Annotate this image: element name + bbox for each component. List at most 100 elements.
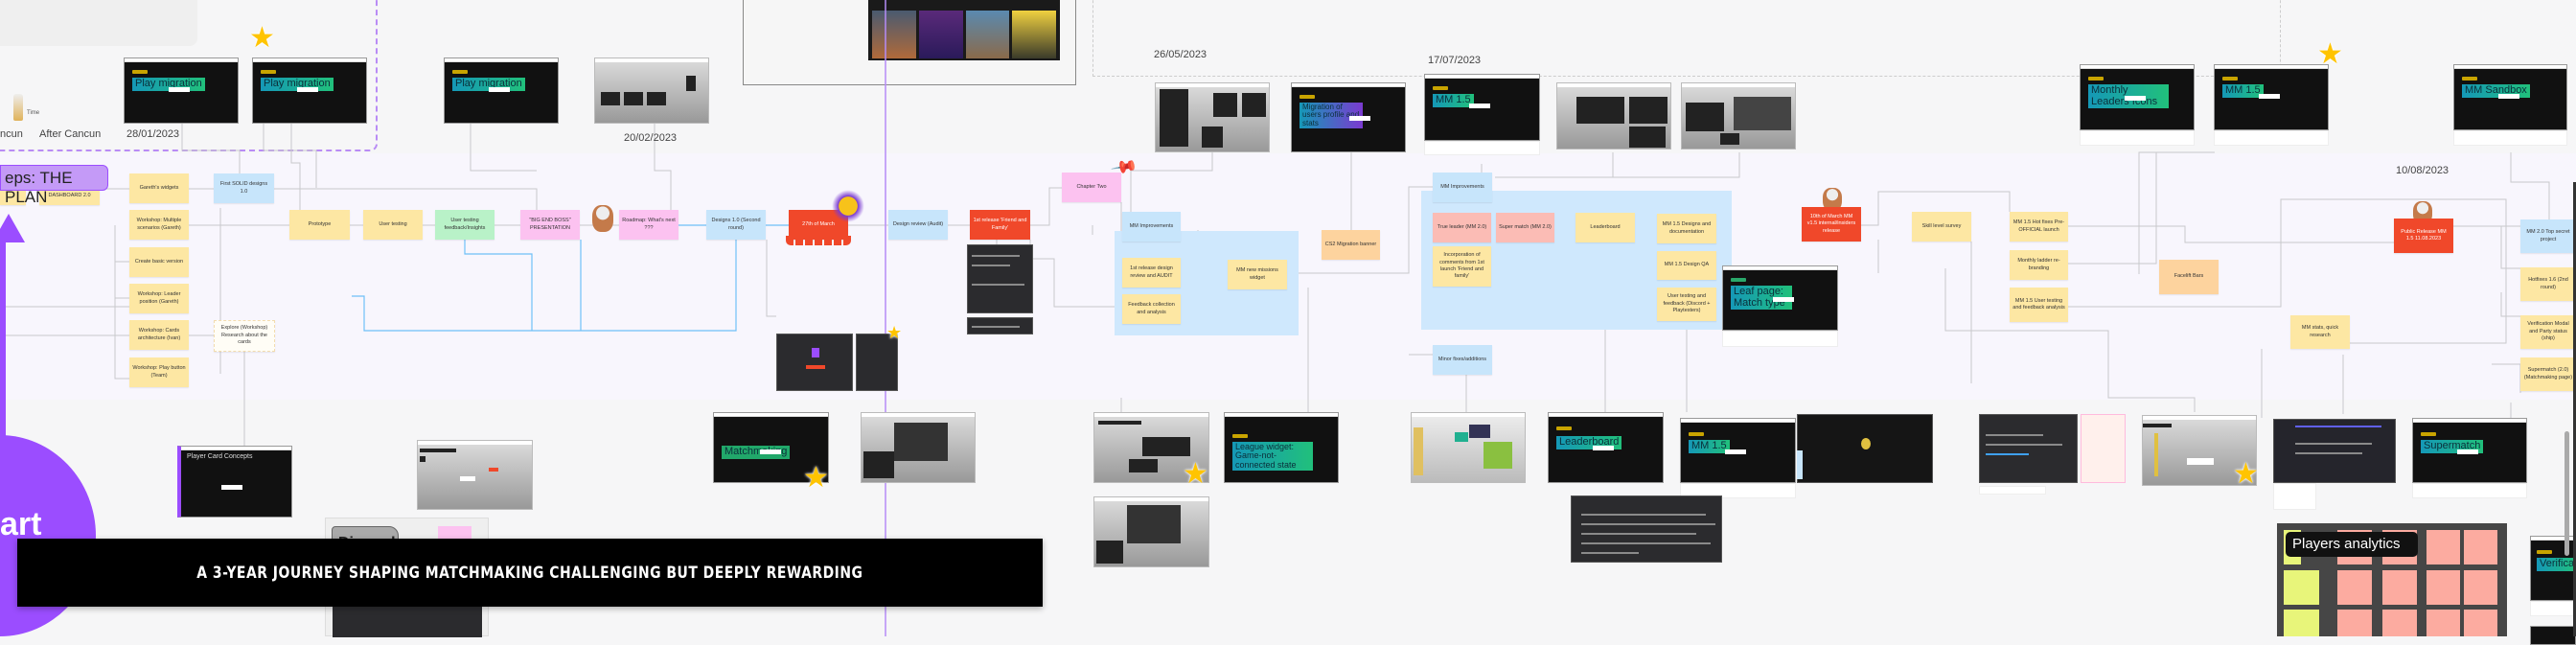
frame-card-mm15[interactable]: MM 1.5 [2214,64,2329,130]
sticky-note[interactable]: Monthly ladder re-branding [2010,250,2068,280]
frame-card-play-migration[interactable]: Play migration [124,58,239,124]
sticky-note[interactable]: MM 1.5 Hot fixes Pre-OFFICIAL launch [2010,212,2068,242]
frame-card-leaf-page[interactable]: Leaf page: Match type [1722,265,1838,331]
sticky-text: CS2 Migration banner [1324,241,1377,247]
sticky-note[interactable]: MM new missions widget [1228,260,1287,289]
plan-label[interactable]: eps: THE PLAN [0,165,108,206]
sticky-text: MM 1.5 Designs and documentation [1662,221,1712,235]
card-title: MM 1.5 [2222,84,2264,98]
discord-message-screenshot[interactable] [1571,495,1722,563]
sticky-note[interactable]: MM 2.0 Top secret project [2520,219,2576,253]
screenshot-discord[interactable] [967,244,1033,313]
screenshot-discord[interactable] [1979,414,2078,483]
sticky-note[interactable]: True leader (MM 2.0) [1433,213,1491,242]
board-title: Players analytics [2286,532,2418,557]
sticky-note[interactable]: Workshop: Cards architecture (Ivan) [129,320,189,350]
sticky-note[interactable]: 10th of March MM v1.5 internal/insiders … [1802,207,1861,242]
sticky-note[interactable]: Workshop: Leader position (Gareth) [129,284,189,313]
sticky-note[interactable]: Facelift Bars [2159,260,2219,294]
sticky-note[interactable]: User testing [363,210,423,240]
frame-card-monthly-leaders[interactable]: Monthly Leaders Icons [2080,64,2195,130]
sticky-note[interactable]: Create basic version [129,247,189,277]
sticky-note[interactable]: Supermatch (2.0) (Matchmaking page) [2520,357,2576,391]
sticky-note[interactable]: DASHBOARD 2.0 [39,188,100,205]
sticky-note[interactable]: 1st release 'Friend and Family' [970,210,1030,240]
sticky-note[interactable]: Public Release MM 1.5 11.08.2023 [2394,219,2453,253]
frame-card-play-migration[interactable]: Play migration [252,58,367,124]
sticky-note[interactable]: First SOLID designs 1.0 [214,173,274,203]
vertical-scrollbar[interactable] [2564,431,2569,556]
frame-card-migration[interactable]: Migration of users profile and stats [1291,82,1406,152]
frame-card-supermatch[interactable]: Supermatch [2412,418,2527,483]
sticky-note[interactable]: Chapter Two [1062,173,1121,202]
sticky-note[interactable]: Leaderboard [1576,213,1635,242]
sticky-note[interactable]: MM stats, quick research [2290,315,2350,349]
screenshot-launcher[interactable] [776,334,853,391]
timeline-arrow-shaft [0,242,6,462]
sticky-note[interactable]: Gareth's widgets [129,173,189,203]
frame-card-screenshot[interactable] [594,58,709,124]
sticky-text: Gareth's widgets [139,184,179,191]
sticky-note[interactable]: Hotfixes 1.6 (2nd round) [2520,267,2576,301]
sticky-note[interactable]: CS2 Migration banner [1322,230,1380,260]
sticky-note[interactable]: Workshop: Play button (Team) [129,357,189,387]
sticky-note[interactable]: "BIG END BOSS" PRESENTATION [520,210,580,240]
frame-card-screenshot[interactable] [1681,82,1796,150]
sticky-note[interactable] [0,188,26,205]
frame-card-screenshot[interactable] [1556,82,1671,150]
frame-card-moodboard[interactable] [1411,412,1526,483]
sticky-note[interactable]: Explore (Workshop) Research about the ca… [214,320,275,352]
sticky-note[interactable]: User testing and feedback (Discord + Pla… [1657,288,1716,321]
sticky-note[interactable]: MM Improvements [1122,212,1181,242]
screenshot-discord[interactable] [967,317,1033,334]
sticky-note[interactable]: MM 1.5 User testing and feedback analysi… [2010,288,2068,322]
sticky-note[interactable]: Skill level survey [1912,212,1971,242]
frame-card-league-widget[interactable]: League widget: Game-not-connected state [1224,412,1339,483]
sticky-note[interactable]: Verification Modal and Party status (shi… [2520,315,2576,349]
sticky-note[interactable]: Super match (MM 2.0) [1496,213,1554,242]
frame-card-leaderboard[interactable]: Leaderboard [1548,412,1664,483]
frame-card-screenshot[interactable] [1093,412,1209,483]
caption-banner: A 3-YEAR JOURNEY SHAPING MATCHMAKING CHA… [17,539,1043,607]
sticky-note[interactable]: Workshop: Multiple scenarios (Gareth) [129,210,189,240]
sticky-text: Supermatch (2.0) (Matchmaking page) [2523,367,2573,380]
frame-card-player-cards[interactable]: Player Card Concepts [177,446,292,518]
sticky-note[interactable]: Roadmap: What's next ??? [619,210,678,240]
frame-card-screenshot[interactable] [417,440,533,510]
screenshot-launcher[interactable] [856,334,898,391]
sticky-note[interactable]: 1st release design review and AUDIT [1122,258,1181,288]
screenshot-discord[interactable] [2273,419,2396,483]
sticky-note[interactable]: Feedback collection and analysis [1122,294,1181,324]
frame-card-screenshot[interactable] [1093,496,1209,567]
sticky-note[interactable]: MM 1.5 Design QA [1657,251,1716,280]
frame-card-screenshot[interactable] [1155,82,1270,152]
sticky-text: First SOLID designs 1.0 [219,181,268,195]
screenshot-launcher[interactable] [1797,414,1933,483]
sticky-note[interactable] [438,526,472,540]
sticky-note[interactable]: MM Improvements [1433,173,1492,202]
frame-card-screenshot[interactable] [2142,415,2257,486]
frame-card-mm-sandbox[interactable]: MM Sandbox [2453,64,2567,130]
screenshot-panel[interactable] [2081,414,2126,483]
sticky-text: Chapter Two [1076,183,1107,190]
frame-card-matchmaking[interactable]: Matchmaking [713,412,829,483]
frame-card[interactable] [2530,626,2576,645]
frame-card-screenshot[interactable] [861,412,976,483]
sticky-note[interactable]: Designs 1.0 (Second round) [706,210,766,240]
frame-card-play-migration[interactable]: Play migration [444,58,559,124]
sticky-text: MM 2.0 Top secret project [2526,229,2570,242]
sticky-note[interactable]: Design review (Audit) [888,210,948,240]
sticky-text: 1st release design review and AUDIT [1130,265,1173,279]
sticky-note[interactable]: User testing feedback/Insights [435,210,494,240]
frame-card-mm15[interactable]: MM 1.5 [1424,74,1540,141]
frame-card-mm15[interactable]: MM 1.5 [1680,418,1796,483]
image-frame[interactable] [743,0,1076,85]
sticky-note[interactable]: MM 1.5 Designs and documentation [1657,214,1716,243]
sticky-note[interactable]: Prototype [289,210,350,240]
players-analytics-board[interactable]: Players analytics [2277,523,2507,636]
after-cancun-label: After Cancun [39,128,102,140]
star-icon: ★ [2233,458,2259,490]
sticky-note[interactable]: Minor fixes/additions [1433,345,1492,375]
sticky-note[interactable]: Incorporation of comments from 1st launc… [1433,246,1491,287]
sticky-text: User testing feedback/Insights [444,218,486,231]
